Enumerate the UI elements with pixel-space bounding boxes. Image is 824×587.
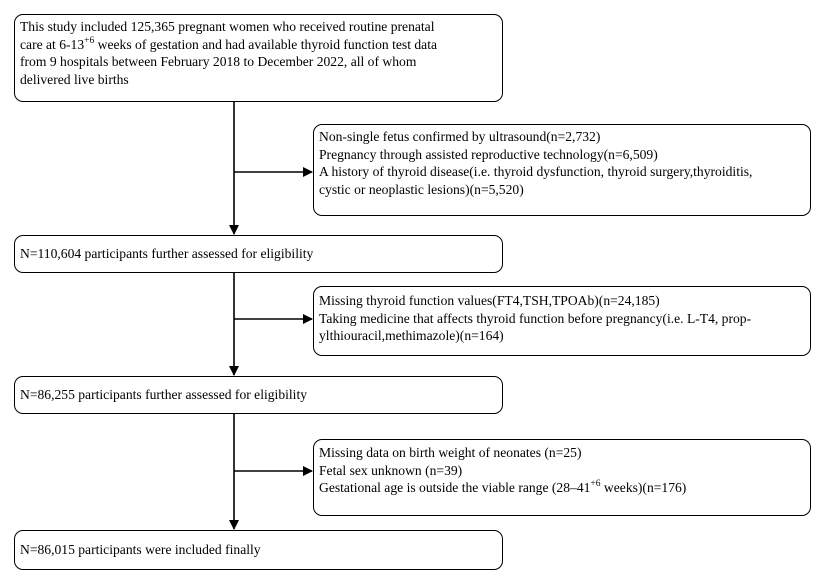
study-line-2: care at 6-13+6 weeks of gestation and ha…	[20, 35, 438, 52]
exclusion-box-2: Missing thyroid function values(FT4,TSH,…	[313, 286, 811, 356]
exclusion-2-line-3: ylthiouracil,methimazole)(n=164)	[319, 328, 504, 343]
exclusion-1-line-3: A history of thyroid disease(i.e. thyroi…	[319, 164, 753, 179]
study-population-box: This study included 125,365 pregnant wom…	[14, 14, 503, 102]
exclusion-box-3: Missing data on birth weight of neonates…	[313, 439, 811, 516]
exclusion-3-superscript: +6	[590, 479, 601, 489]
exclusion-3-line-3: Gestational age is outside the viable ra…	[319, 479, 687, 495]
exclusion-2-line-1: Missing thyroid function values(FT4,TSH,…	[319, 293, 660, 308]
final-included-box: N=86,015 participants were included fina…	[14, 530, 503, 570]
exclusion-1-line-2: Pregnancy through assisted reproductive …	[319, 146, 658, 162]
study-line-1: This study included 125,365 pregnant wom…	[20, 19, 435, 34]
exclusion-3-line-1: Missing data on birth weight of neonates…	[319, 445, 582, 460]
exclusion-1-line-1: Non-single fetus confirmed by ultrasound…	[319, 129, 601, 144]
exclusion-1-line-4: cystic or neoplastic lesions)(n=5,520)	[319, 181, 524, 197]
eligibility-n86255-text: N=86,255 participants further assessed f…	[20, 387, 308, 402]
eligibility-box-n110604: N=110,604 participants further assessed …	[14, 235, 503, 273]
exclusion-3-line-2: Fetal sex unknown (n=39)	[319, 462, 463, 478]
study-line-3: from 9 hospitals between February 2018 t…	[20, 54, 417, 69]
final-included-text: N=86,015 participants were included fina…	[20, 542, 261, 557]
exclusion-2-line-2: Taking medicine that affects thyroid fun…	[319, 310, 752, 326]
eligibility-n110604-text: N=110,604 participants further assessed …	[20, 246, 314, 261]
exclusion-box-1: Non-single fetus confirmed by ultrasound…	[313, 124, 811, 216]
study-line-4: delivered live births	[20, 71, 129, 87]
eligibility-box-n86255: N=86,255 participants further assessed f…	[14, 376, 503, 414]
study-superscript: +6	[84, 35, 95, 46]
